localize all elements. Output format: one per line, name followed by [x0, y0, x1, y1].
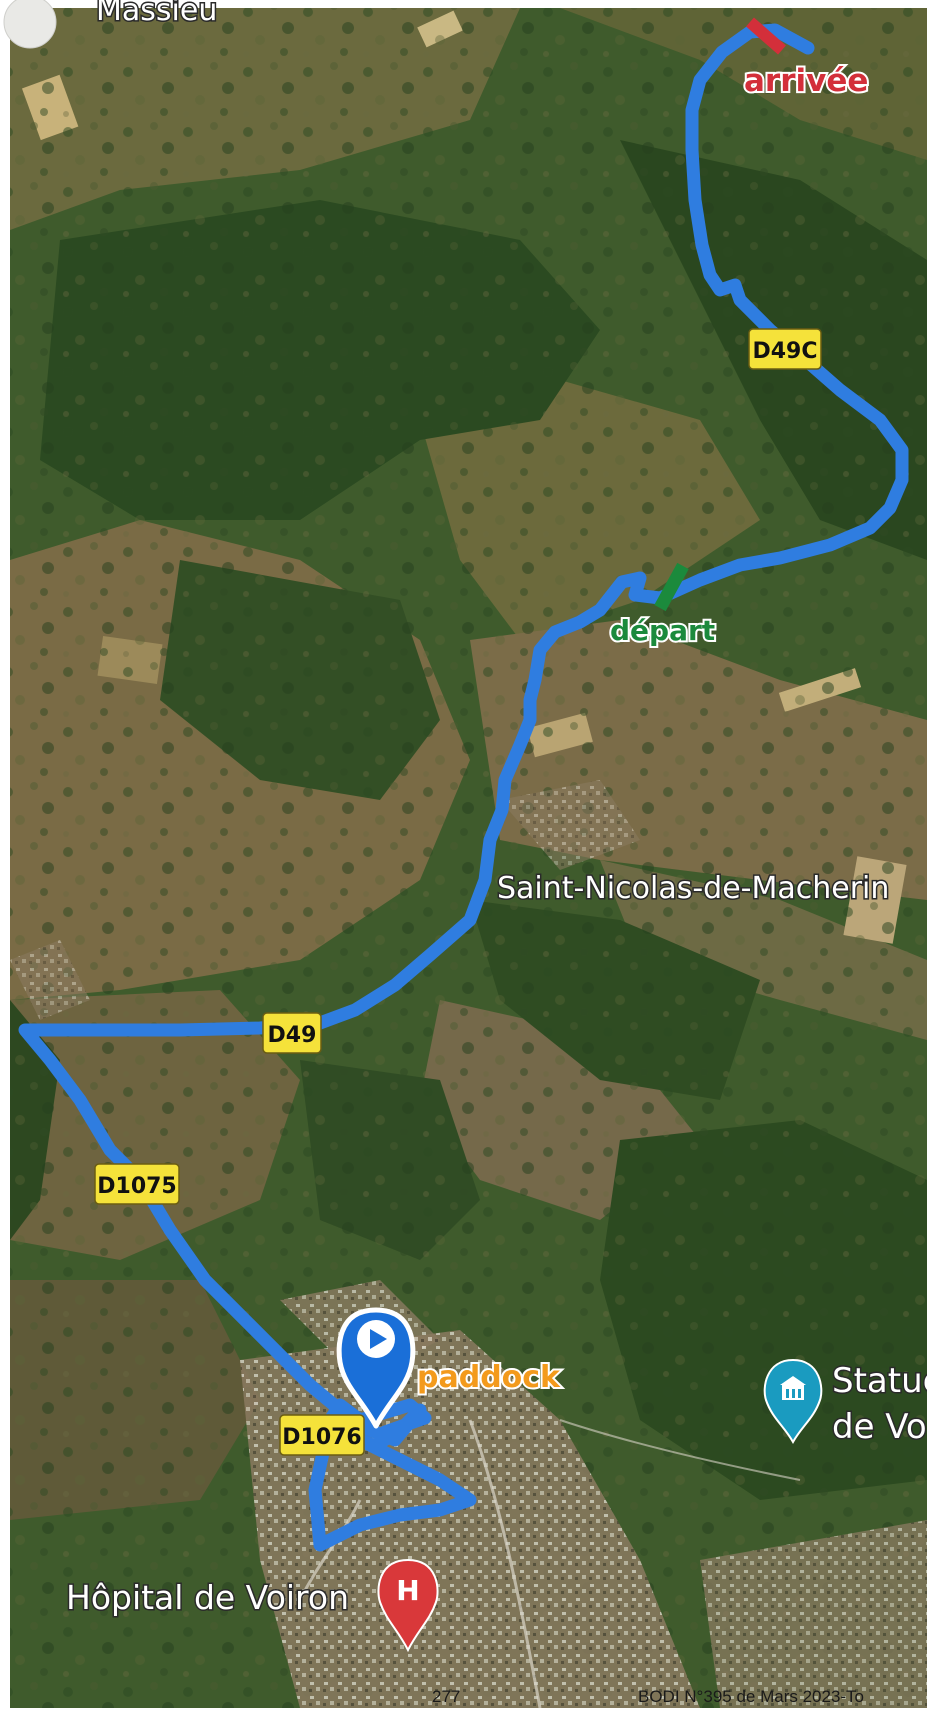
- bulletin-reference: BODI N°395 de Mars 2023-To: [638, 1687, 864, 1706]
- hospital-pin-icon[interactable]: H: [377, 1558, 439, 1653]
- road-label-d49c-text: D49C: [752, 339, 817, 364]
- road-label-d1075-text: D1075: [97, 1174, 177, 1199]
- road-label-d1076-text: D1076: [282, 1425, 362, 1450]
- route-line: [18, 23, 909, 1552]
- place-label-statue-line2: de Vo: [832, 1407, 927, 1447]
- place-label-massieu: Massieu: [96, 0, 217, 28]
- page-number: 277: [432, 1687, 460, 1706]
- start-line-icon: [654, 562, 689, 612]
- museum-pin-icon[interactable]: [763, 1358, 823, 1445]
- paddock-label: paddock: [417, 1360, 561, 1395]
- finish-line-icon: [746, 17, 786, 55]
- play-location-pin-icon[interactable]: [336, 1307, 416, 1429]
- road-label-d1075: D1075: [94, 1163, 180, 1205]
- road-label-d1076: D1076: [279, 1414, 365, 1456]
- circle-button-icon[interactable]: [3, 0, 57, 49]
- route: [18, 23, 909, 1552]
- place-label-statue-line1: Statue: [832, 1361, 927, 1401]
- road-label-d49: D49: [262, 1012, 322, 1054]
- place-label-saint-nicolas: Saint-Nicolas-de-Macherin: [497, 871, 889, 906]
- hospital-letter: H: [396, 1574, 419, 1607]
- road-label-d49c: D49C: [748, 328, 822, 370]
- arrivee-label: arrivée: [744, 63, 868, 99]
- road-label-d49-text: D49: [268, 1023, 317, 1048]
- depart-label: départ: [610, 614, 715, 647]
- place-label-hopital: Hôpital de Voiron: [66, 1578, 349, 1617]
- satellite-imagery: [10, 8, 927, 1709]
